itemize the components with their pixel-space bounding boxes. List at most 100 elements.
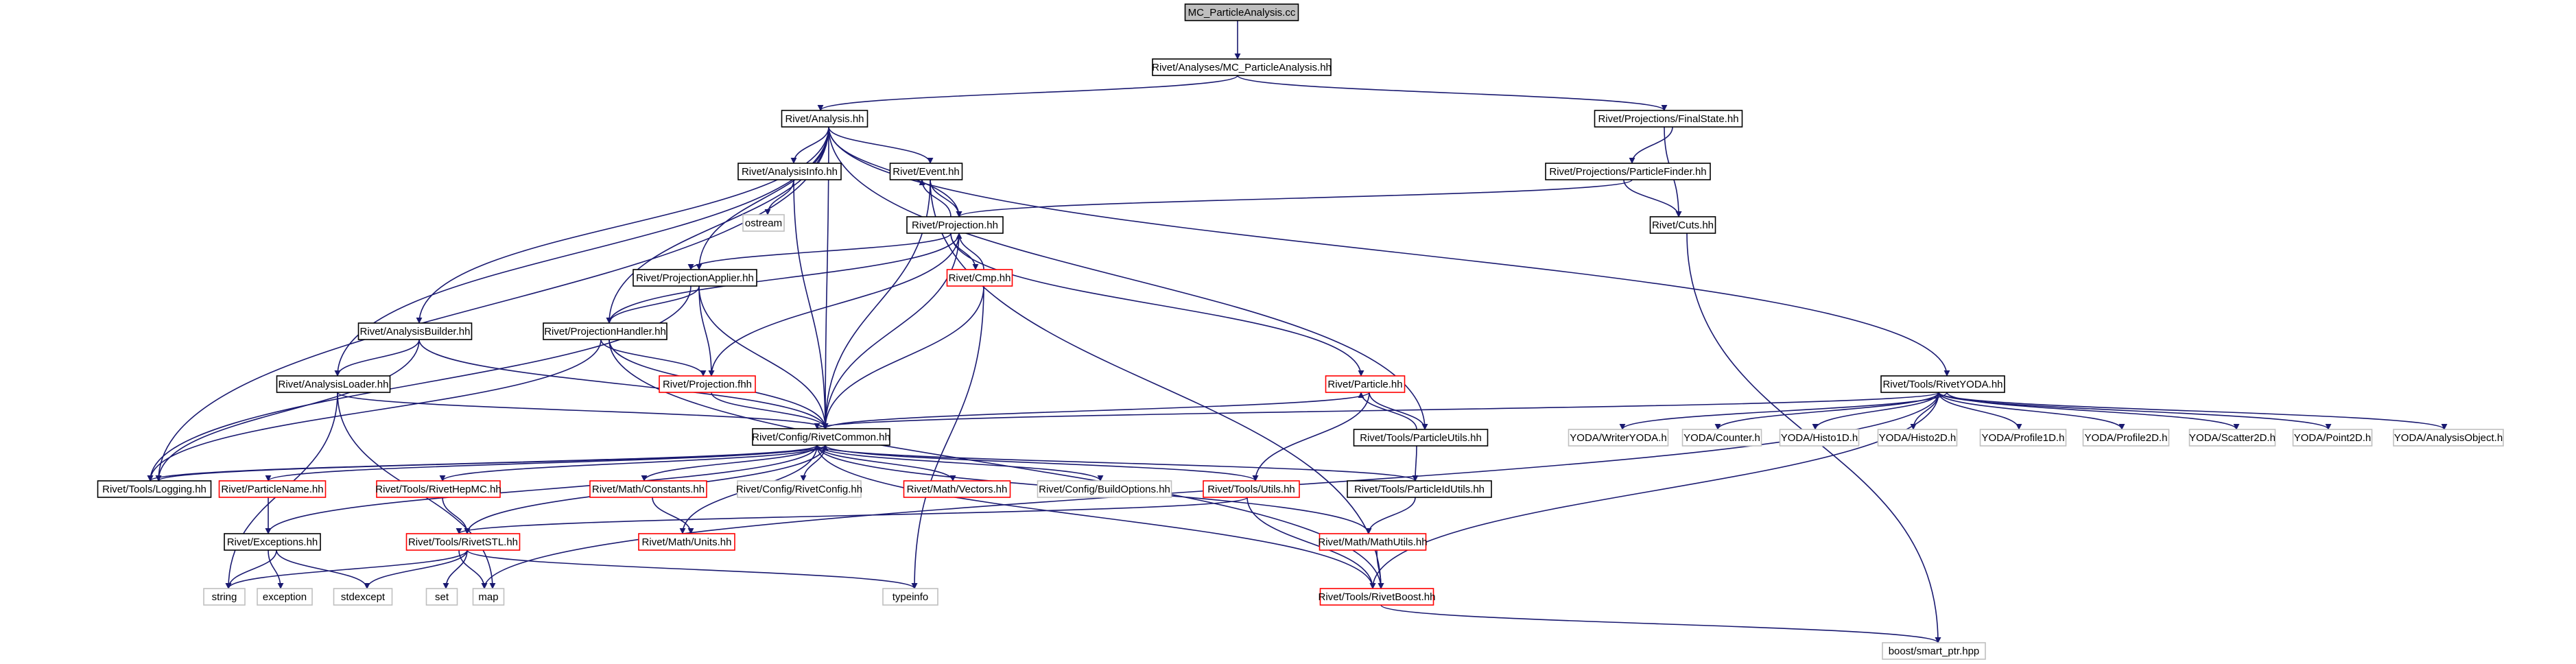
- node-set: set: [425, 588, 458, 606]
- node-rivetboost[interactable]: Rivet/Tools/RivetBoost.hh: [1319, 588, 1436, 606]
- node-label: Rivet/Analyses/MC_ParticleAnalysis.hh: [1152, 62, 1332, 73]
- dependency-edge: [816, 444, 1376, 589]
- edge-projection-to-projfhh: [708, 233, 960, 377]
- node-particleidutils[interactable]: Rivet/Tools/ParticleIdUtils.hh: [1347, 480, 1492, 498]
- dependency-edge: [442, 497, 471, 534]
- node-cmp[interactable]: Rivet/Cmp.hh: [946, 269, 1013, 287]
- node-box: [742, 214, 785, 232]
- dependency-edge: [364, 549, 468, 589]
- dependency-edge: [816, 444, 1104, 482]
- node-projhandler[interactable]: Rivet/ProjectionHandler.hh: [543, 322, 667, 340]
- node-scatter2d: YODA/Scatter2D.h: [2188, 429, 2276, 447]
- node-particle[interactable]: Rivet/Particle.hh: [1325, 375, 1406, 393]
- node-mathvectors[interactable]: Rivet/Math/Vectors.hh: [903, 480, 1011, 498]
- edge-particlefinder-to-cuts: [1623, 179, 1682, 217]
- node-particlename[interactable]: Rivet/ParticleName.hh: [218, 480, 327, 498]
- node-rivetconfig: Rivet/Config/RivetConfig.hh: [736, 480, 862, 498]
- node-box: [203, 588, 246, 606]
- dependency-edge: [418, 339, 829, 429]
- edge-analysis-to-projapplier: [696, 126, 829, 270]
- node-rivetcommon[interactable]: Rivet/Config/RivetCommon.hh: [752, 428, 890, 446]
- dependency-edge: [225, 549, 277, 589]
- edge-cmp-to-projection: [956, 233, 984, 270]
- edge-rivetstl-to-stdexcept: [364, 549, 468, 589]
- node-box: [781, 110, 868, 128]
- node-label: Rivet/Tools/RivetHepMC.hh: [375, 484, 501, 495]
- node-box: [659, 375, 756, 393]
- node-mathconstants[interactable]: Rivet/Math/Constants.hh: [589, 480, 707, 498]
- node-mcpa[interactable]: Rivet/Analyses/MC_ParticleAnalysis.hh: [1152, 58, 1332, 76]
- edge-rivethepmc-to-rivetstl: [442, 497, 471, 534]
- node-label: Rivet/Event.hh: [893, 166, 960, 178]
- dependency-edge: [822, 126, 829, 429]
- dependency-edge: [225, 549, 468, 589]
- dependency-edge: [687, 233, 952, 270]
- node-box: [1319, 533, 1427, 551]
- node-projection[interactable]: Rivet/Projection.hh: [906, 216, 1004, 234]
- node-label: ostream: [745, 217, 782, 229]
- node-rivetyoda[interactable]: Rivet/Tools/RivetYODA.hh: [1880, 375, 2005, 393]
- node-box: [2082, 429, 2170, 447]
- dependency-edge: [698, 285, 829, 429]
- dependency-edge: [822, 233, 960, 429]
- edge-rivetcommon-to-exceptions: [265, 444, 818, 534]
- edge-analysis-to-event: [828, 126, 934, 164]
- node-mathunits[interactable]: Rivet/Math/Units.hh: [638, 533, 735, 551]
- edge-particle-to-particleutils: [1369, 392, 1428, 430]
- edge-analysis-to-analysisinfo: [790, 126, 829, 164]
- edge-rivetstl-to-string: [225, 549, 468, 589]
- dependency-edge: [956, 233, 984, 270]
- node-cuts[interactable]: Rivet/Cuts.hh: [1649, 216, 1716, 234]
- dependency-edge: [466, 549, 918, 589]
- edge-particle-to-toolsutils: [1252, 392, 1370, 482]
- dependency-edge: [1365, 497, 1416, 534]
- node-logging[interactable]: Rivet/Tools/Logging.hh: [97, 480, 212, 498]
- node-finalstate[interactable]: Rivet/Projections/FinalState.hh: [1594, 110, 1743, 128]
- node-ostream: ostream: [742, 214, 785, 232]
- node-histo1d: YODA/Histo1D.h: [1779, 429, 1860, 447]
- node-box: [1649, 216, 1716, 234]
- node-projfhh[interactable]: Rivet/Projection.fhh: [659, 375, 756, 393]
- node-analysis[interactable]: Rivet/Analysis.hh: [781, 110, 868, 128]
- node-projapplier[interactable]: Rivet/ProjectionApplier.hh: [633, 269, 757, 287]
- edge-particleidutils-to-mathutils: [1365, 497, 1416, 534]
- node-label: Rivet/ProjectionHandler.hh: [544, 326, 666, 337]
- node-box: [752, 428, 890, 446]
- edge-analysis-to-particleutils: [828, 126, 1428, 430]
- edge-analysisinfo-to-ostream: [764, 179, 794, 215]
- node-mathutils[interactable]: Rivet/Math/MathUtils.hh: [1318, 533, 1428, 551]
- node-profile2d: YODA/Profile2D.h: [2082, 429, 2170, 447]
- node-toolsutils[interactable]: Rivet/Tools/Utils.hh: [1203, 480, 1300, 498]
- edge-exceptions-to-string: [225, 549, 277, 589]
- node-box: [633, 269, 757, 287]
- file-nodes: MC_ParticleAnalysis.ccRivet/Analyses/MC_…: [97, 3, 2504, 660]
- node-root[interactable]: MC_ParticleAnalysis.cc: [1184, 3, 1299, 21]
- edge-exceptions-to-exception: [268, 549, 284, 589]
- edge-projection-to-particle: [950, 233, 1364, 377]
- node-particlefinder[interactable]: Rivet/Projections/ParticleFinder.hh: [1545, 163, 1711, 180]
- node-rivetstl[interactable]: Rivet/Tools/RivetSTL.hh: [405, 533, 521, 551]
- node-label: YODA/WriterYODA.h: [1570, 432, 1666, 444]
- edge-rivetcommon-to-rivetboost: [816, 444, 1376, 589]
- node-rivethepmc[interactable]: Rivet/Tools/RivetHepMC.hh: [375, 480, 501, 498]
- dependency-edge: [334, 339, 420, 377]
- node-box: [1347, 480, 1492, 498]
- edge-projhandler-to-projfhh: [600, 339, 707, 377]
- node-label: YODA/Histo1D.h: [1781, 432, 1858, 444]
- node-analysisloader[interactable]: Rivet/AnalysisLoader.hh: [276, 375, 391, 393]
- node-particleutils[interactable]: Rivet/Tools/ParticleUtils.hh: [1353, 429, 1489, 447]
- dependency-edge: [1619, 392, 1948, 430]
- node-label: Rivet/Math/Vectors.hh: [907, 484, 1008, 495]
- node-analysisbuilder[interactable]: Rivet/AnalysisBuilder.hh: [357, 322, 473, 340]
- node-smartptr: boost/smart_ptr.hpp: [1882, 642, 1986, 660]
- node-analysisinfo[interactable]: Rivet/AnalysisInfo.hh: [737, 163, 842, 180]
- node-label: Rivet/Math/MathUtils.hh: [1318, 536, 1427, 548]
- node-exceptions[interactable]: Rivet/Exceptions.hh: [224, 533, 321, 551]
- dependency-edge: [822, 392, 1370, 429]
- node-event[interactable]: Rivet/Event.hh: [889, 163, 963, 180]
- dependency-edge: [793, 179, 829, 429]
- dependency-edge: [1369, 392, 1428, 430]
- dependency-edge: [1412, 445, 1419, 482]
- node-box: [1037, 480, 1172, 498]
